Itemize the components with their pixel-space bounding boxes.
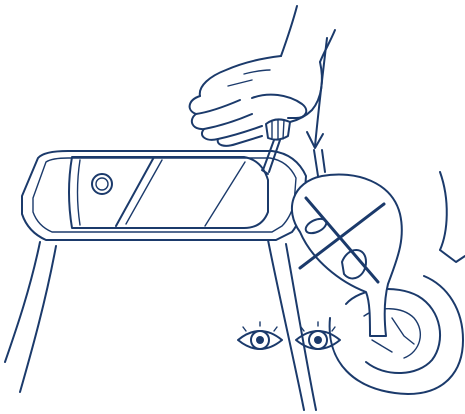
tank-left-edge [440,172,447,250]
screwdriver-shaft-left [263,140,274,170]
panel-window-inner-edge [78,160,81,225]
panel-inner-outline [33,158,296,232]
eye-lashes [243,322,277,331]
knuckle-crease-1 [228,80,252,86]
unit-base [5,240,316,410]
base-right-inner-line [268,240,304,410]
bowl-outer-rim [330,276,463,394]
hand-back [200,56,281,96]
forearm-edge [281,6,297,56]
eye-pupil [314,336,322,344]
knuckle-crease-2 [244,70,270,74]
finger-2 [192,114,252,129]
base-left-inner-line [20,246,56,392]
window-reflection-line-1 [116,157,154,226]
tank-right-edge [440,250,465,262]
magnified-callout [292,175,402,336]
window-reflection-line-2 [126,160,162,224]
screwdriver-icon [262,119,290,174]
finger-1 [190,96,240,114]
hinge-post [314,150,325,176]
panel [22,150,325,240]
eye-icon [238,322,282,349]
wrist-line [320,30,335,62]
screw-hole-outer [92,174,112,194]
panel-outer-outline [22,151,306,240]
screw-hole-inner [96,178,108,190]
hand-icon [190,6,335,146]
window-reflection-line-3 [205,162,245,226]
eye-icon [296,322,340,349]
bowl-inner-rim [346,289,440,373]
eye-pupil [256,336,264,344]
screwdriver-shaft-right [269,140,280,172]
thumb [252,95,306,118]
base-left-outer-line [5,242,40,362]
